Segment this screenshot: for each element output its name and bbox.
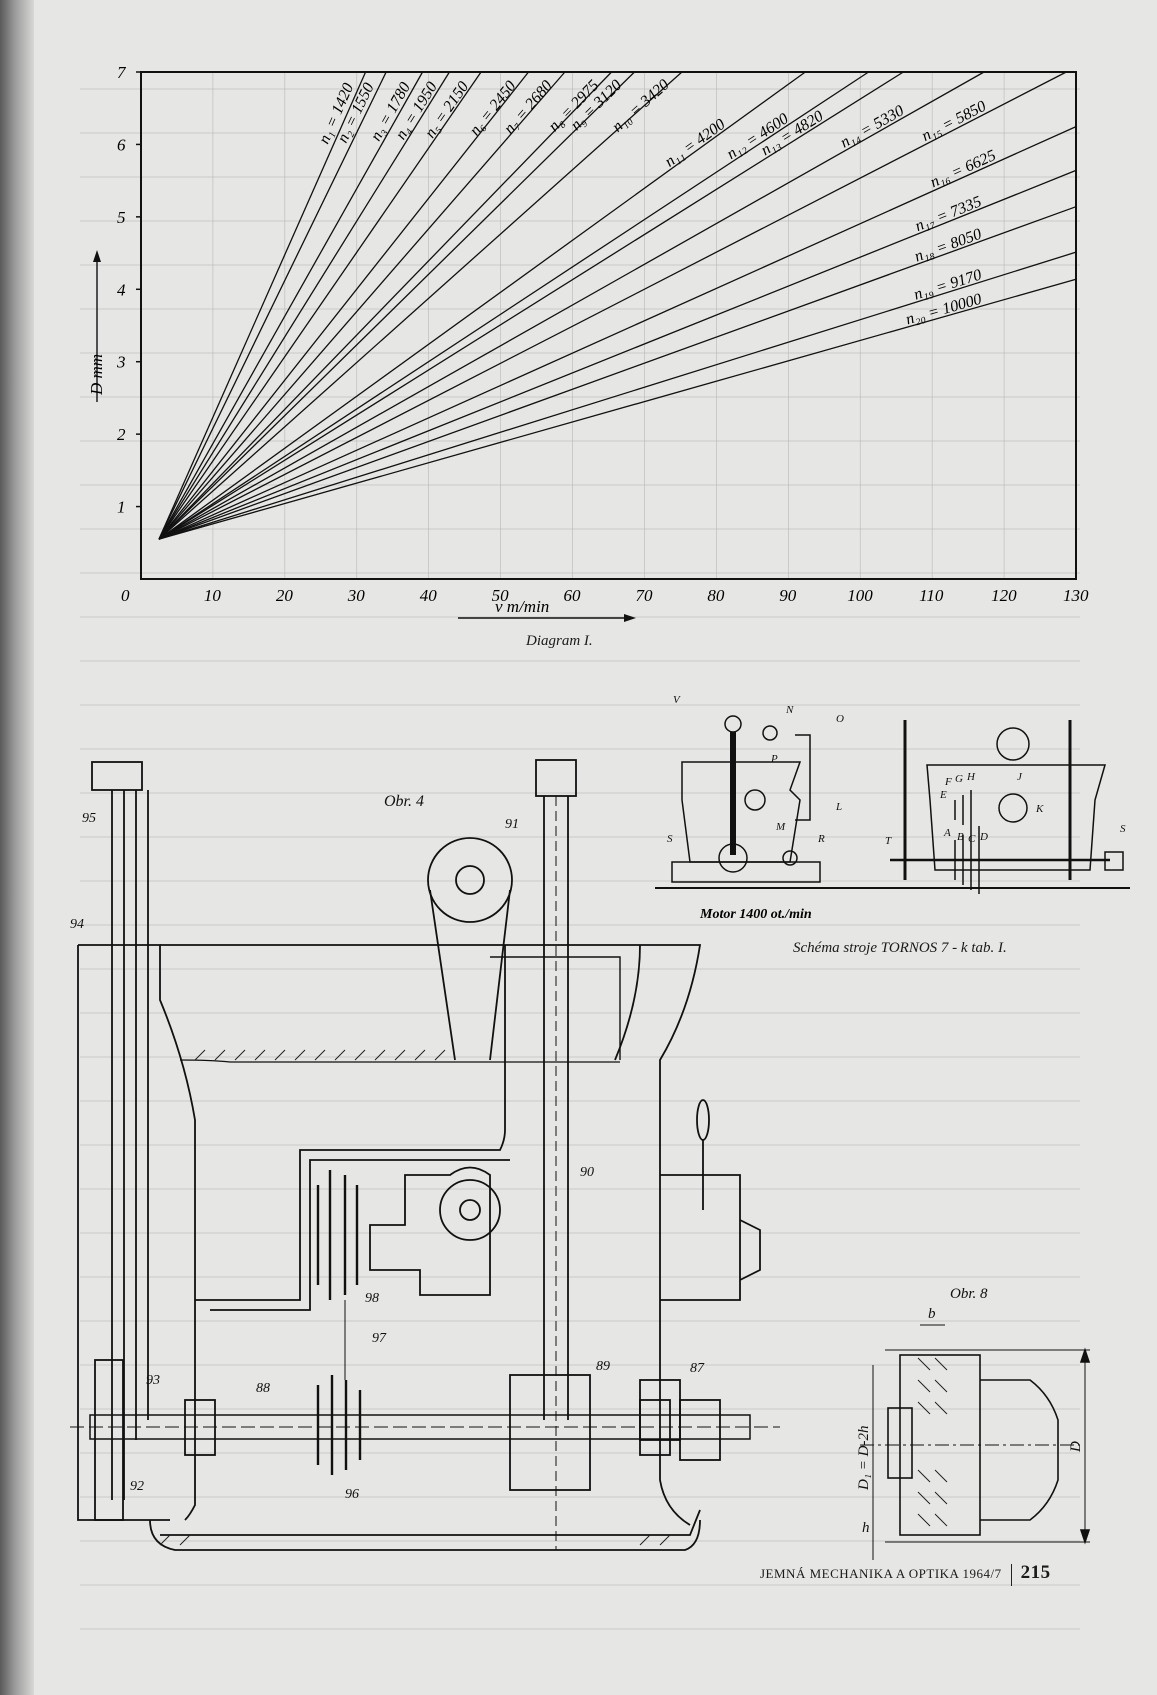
label-90: 90 — [580, 1165, 594, 1180]
page-number: 215 — [1020, 1562, 1051, 1583]
obr8-title: Obr. 8 — [950, 1286, 988, 1302]
chart-frame — [140, 71, 1077, 580]
label-97: 97 — [372, 1331, 387, 1346]
schema-letter-m: M — [775, 821, 786, 833]
obr4-title: Obr. 4 — [384, 793, 424, 810]
y-tick-label: 4 — [117, 280, 126, 299]
y-tick-label: 5 — [117, 208, 126, 227]
series-line — [158, 206, 1077, 540]
label-95: 95 — [82, 811, 96, 826]
series-line — [158, 71, 985, 540]
label-92: 92 — [130, 1479, 144, 1494]
page-spine-shadow — [0, 0, 34, 1695]
x-tick-label: 30 — [347, 586, 366, 605]
series-line — [158, 71, 904, 540]
label-98: 98 — [365, 1291, 379, 1306]
page-footer: JEMNÁ MECHANIKA A OPTIKA 1964/7 215 — [760, 1562, 1051, 1587]
schema-letter-a: A — [943, 827, 951, 839]
y-tick-label: 3 — [116, 353, 126, 372]
series-line — [158, 251, 1077, 540]
series-line — [158, 71, 424, 540]
schema-letter-k: K — [1035, 803, 1044, 815]
schema-letter-d: D — [979, 831, 988, 843]
svg-text:v m/min: v m/min — [495, 597, 549, 616]
y-tick-label: 6 — [117, 135, 126, 154]
schema-caption: Schéma stroje TORNOS 7 - k tab. I. — [793, 940, 1007, 956]
schema-letter-h: H — [966, 771, 976, 783]
schema-letter-f: F — [944, 776, 952, 788]
series-line — [158, 71, 450, 540]
schema-letter-l: L — [835, 801, 842, 813]
schema-letter-e: E — [939, 789, 947, 801]
schema-letter-p: P — [770, 753, 778, 765]
schema-letter-c: C — [968, 833, 976, 845]
obr8-d1-label: D₁ = D-2h — [856, 1426, 872, 1492]
obr8-b-label: b — [928, 1306, 936, 1322]
label-96: 96 — [345, 1487, 359, 1502]
x-tick-label: 130 — [1063, 586, 1089, 605]
series-line — [158, 71, 530, 540]
show-through-texture — [80, 70, 1080, 1630]
y-axis-label: D mm — [87, 250, 106, 402]
series-line — [158, 71, 1067, 540]
schema-letter-v: V — [673, 694, 681, 706]
series-line — [158, 71, 387, 540]
x-tick-label: 100 — [847, 586, 873, 605]
x-tick-label: 40 — [420, 586, 438, 605]
series-line — [158, 71, 367, 540]
label-93: 93 — [146, 1373, 160, 1388]
x-tick-label: 120 — [991, 586, 1017, 605]
x-tick-label: 70 — [635, 586, 653, 605]
x-tick-label: 10 — [204, 586, 222, 605]
series-line — [158, 169, 1077, 540]
schema-letter-s-left: S — [667, 833, 673, 845]
series-line — [158, 71, 806, 540]
series-line — [158, 71, 613, 540]
series-line — [158, 71, 482, 540]
schema-letter-b: B — [957, 831, 964, 843]
x-tick-label: 0 — [121, 586, 130, 605]
x-tick-label: 50 — [492, 586, 510, 605]
schema-letter-t: T — [885, 835, 892, 847]
x-tick-label: 20 — [276, 586, 294, 605]
diagram-caption: Diagram I. — [526, 633, 593, 649]
x-tick-label: 80 — [707, 586, 725, 605]
schema-letter-g: G — [955, 773, 963, 785]
housing-base — [160, 1509, 701, 1536]
footer-divider — [1010, 1564, 1012, 1587]
x-tick-label: 90 — [779, 586, 797, 605]
x-tick-label: 60 — [564, 586, 582, 605]
svg-text:D mm: D mm — [87, 354, 106, 396]
series-line — [158, 71, 683, 540]
schema-letter-j: J — [1017, 771, 1023, 783]
x-tick-label: 110 — [919, 586, 944, 605]
x-axis-label: v m/min — [458, 597, 636, 622]
schema-letter-r: R — [817, 833, 825, 845]
series-line — [158, 71, 635, 540]
label-89: 89 — [596, 1359, 610, 1374]
label-94: 94 — [70, 917, 84, 932]
series-line — [158, 71, 869, 540]
y-tick-label: 1 — [117, 498, 126, 517]
schema-letter-s-right: S — [1120, 823, 1126, 835]
y-tick-label: 7 — [117, 63, 127, 82]
label-88: 88 — [256, 1381, 270, 1396]
series-line — [158, 126, 1077, 540]
obr8-h-label: h — [862, 1520, 870, 1536]
y-tick-label: 2 — [117, 425, 126, 444]
label-87: 87 — [690, 1361, 705, 1376]
series-line — [158, 71, 566, 540]
housing-left-wall — [77, 945, 170, 1521]
label-91: 91 — [505, 817, 519, 832]
schema-letter-n: N — [785, 704, 794, 716]
obr8-d-label: D — [1068, 1441, 1084, 1453]
schema-letter-o: O — [836, 713, 844, 725]
journal-name: JEMNÁ MECHANIKA A OPTIKA 1964/7 — [760, 1566, 1002, 1581]
series-line — [158, 278, 1077, 540]
schema-motor-label: Motor 1400 ot./min — [699, 907, 812, 922]
